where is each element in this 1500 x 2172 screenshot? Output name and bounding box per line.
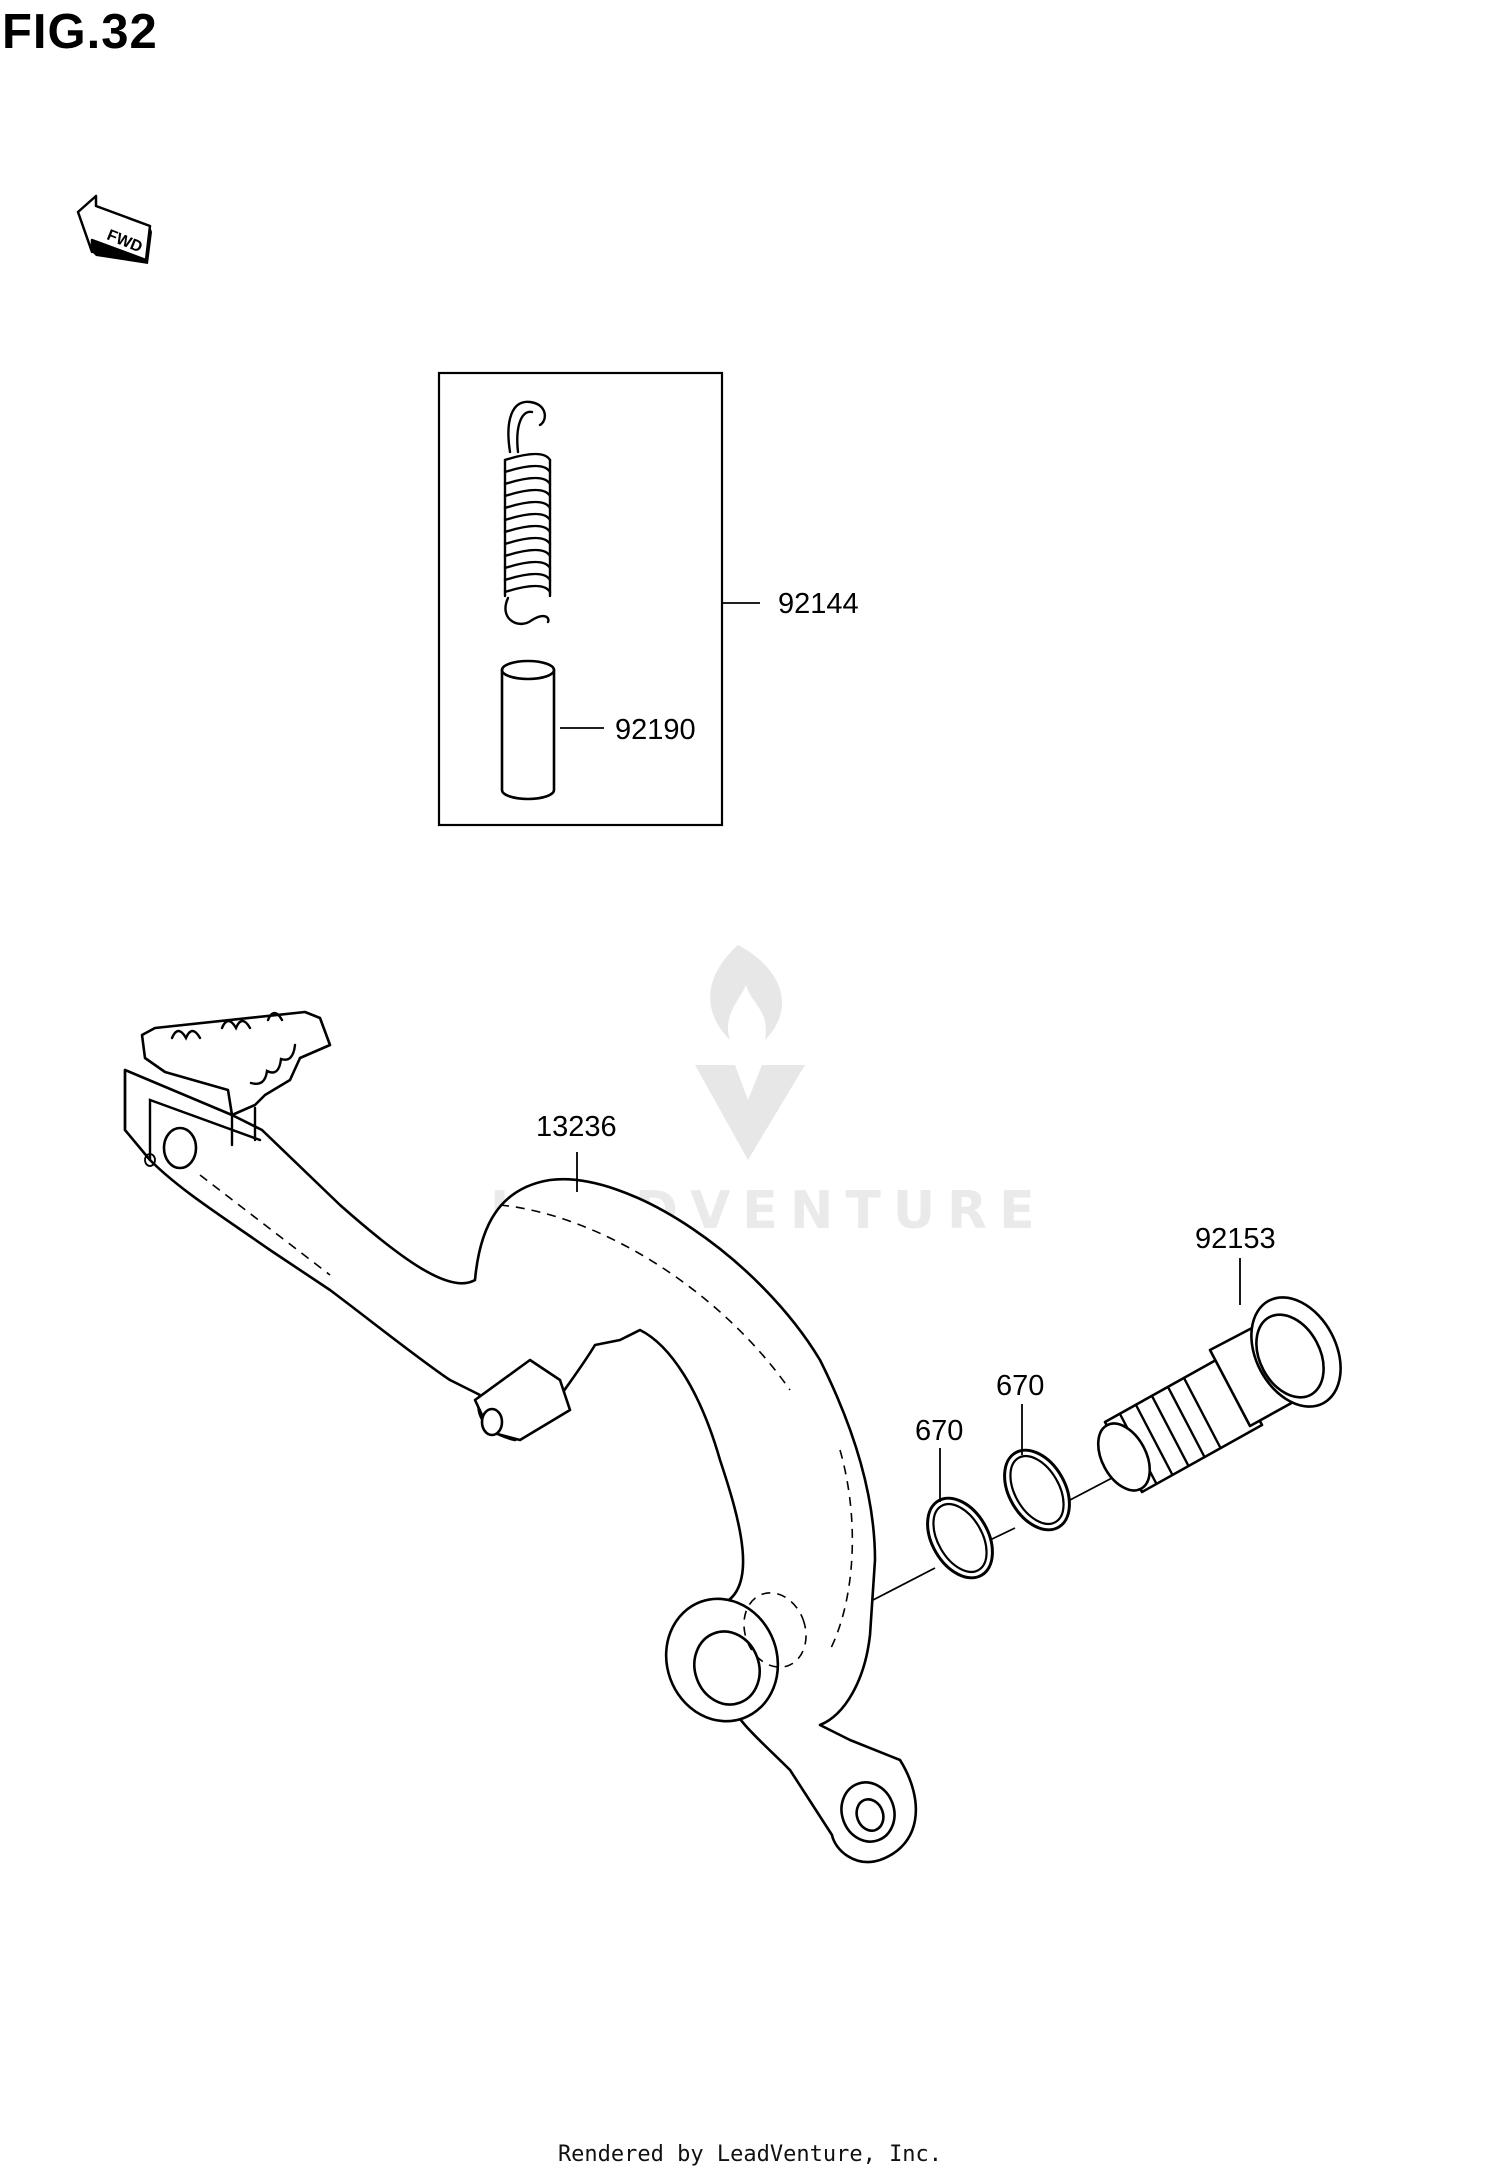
- callout-670-left: 670: [915, 1415, 963, 1447]
- o-ring-left: [926, 1496, 994, 1580]
- spring-coils: [503, 452, 552, 598]
- collar: [500, 659, 556, 801]
- callout-92144: 92144: [778, 588, 859, 620]
- callout-670-right: 670: [996, 1370, 1044, 1402]
- callout-92153: 92153: [1195, 1223, 1276, 1255]
- pedal-tip-hole: [162, 1126, 198, 1170]
- o-ring-right: [1003, 1448, 1071, 1532]
- callout-92190: 92190: [615, 714, 696, 746]
- brake-pedal: [123, 1010, 918, 1864]
- footer-credit: Rendered by LeadVenture, Inc.: [557, 2142, 943, 2167]
- pivot-bolt: [1096, 1296, 1342, 1494]
- callout-13236: 13236: [536, 1111, 617, 1143]
- figure-title: FIG.32: [2, 5, 158, 59]
- assembly-axis-line: [872, 1477, 1113, 1601]
- fwd-arrow-icon: FWD: [76, 194, 152, 264]
- return-spring: [503, 400, 552, 626]
- kit-box: [437, 371, 724, 827]
